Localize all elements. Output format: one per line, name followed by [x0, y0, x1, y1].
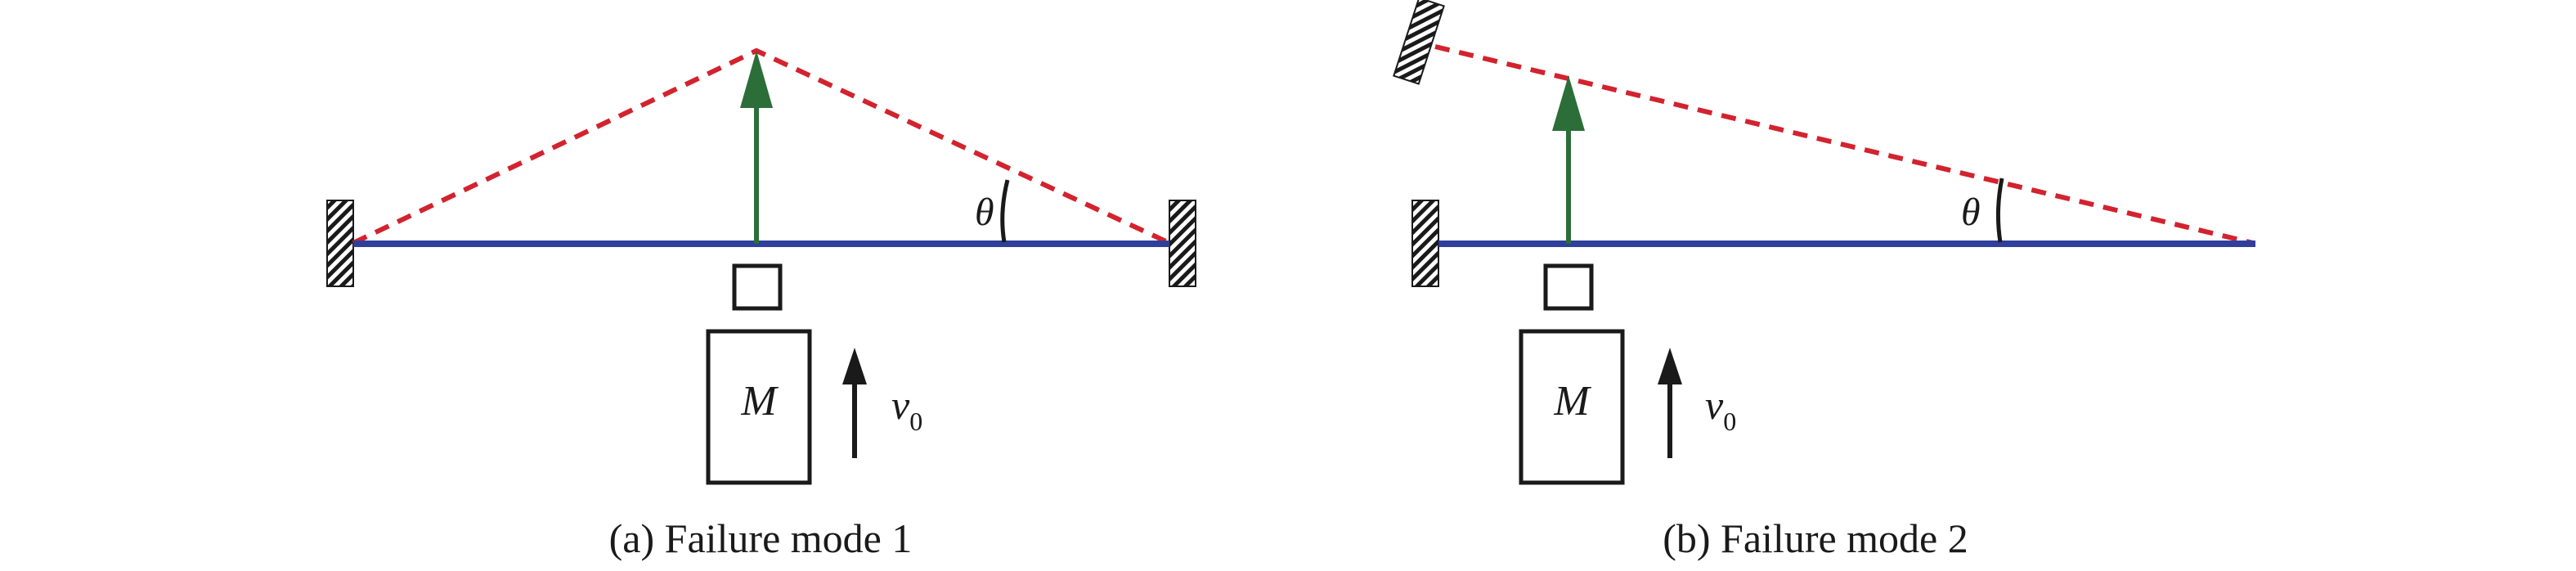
velocity-arrow-icon: [1658, 348, 1682, 458]
projectile: [732, 263, 783, 311]
theta-label-b: θ: [1961, 191, 1981, 234]
mass-block: [706, 329, 812, 485]
theta-angle-arc: [1995, 178, 2004, 243]
velocity-label-a: v0: [891, 382, 922, 436]
panel-b: θ M v0 (b) Failure mode 2: [1393, 0, 2255, 561]
left-support-icon: [326, 200, 354, 287]
caption-a: (a) Failure mode 1: [609, 515, 913, 561]
mass-label-a: M: [740, 378, 779, 425]
detached-support-icon: [1393, 0, 1445, 85]
mass-block: [1519, 329, 1625, 485]
velocity-label-b: v0: [1705, 382, 1736, 436]
deformed-shape-dashed-line: [1434, 44, 2254, 245]
theta-angle-arc: [1000, 179, 1010, 243]
deflection-arrow-icon: [1552, 75, 1585, 244]
left-support-icon: [1411, 200, 1439, 287]
velocity-arrow-icon: [842, 348, 867, 458]
caption-b: (b) Failure mode 2: [1663, 515, 1968, 561]
theta-label-a: θ: [975, 191, 994, 234]
projectile: [1543, 263, 1594, 311]
mass-label-b: M: [1553, 378, 1591, 425]
panel-a: θ M v0 (a) Failure mode 1: [326, 47, 1196, 561]
right-support-icon: [1169, 200, 1196, 287]
deflection-arrow-icon: [740, 51, 773, 244]
